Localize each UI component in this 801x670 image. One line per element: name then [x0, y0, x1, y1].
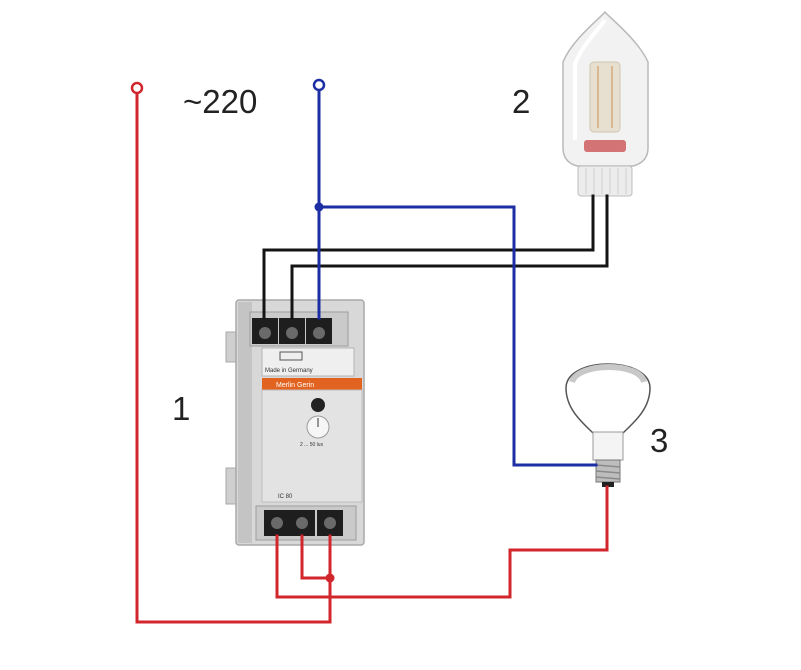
neutral-wire-to-lamp: [317, 205, 598, 467]
light-sensor: [562, 10, 649, 197]
neutral-junction-dot: [314, 202, 324, 212]
lamp: [565, 363, 651, 487]
lamp-contact: [602, 482, 614, 487]
relay-number-label: 1: [172, 390, 190, 427]
brand-text: Merlin Gerin: [276, 382, 314, 389]
lamp-number-label: 3: [650, 422, 668, 459]
terminal-screw: [259, 327, 271, 339]
sensor-base-ridges: [585, 168, 627, 194]
model-text: IC 80: [278, 494, 293, 500]
terminal-screw: [296, 517, 308, 529]
phase-terminal-circle: [130, 81, 144, 95]
lamp-screw-threads: [595, 464, 621, 480]
schematic-symbol: [279, 351, 303, 361]
terminal-screw: [286, 327, 298, 339]
relay-side-shade: [238, 302, 252, 543]
sensor-indicator-hole: [311, 398, 325, 412]
sensor-red-band: [584, 140, 626, 152]
terminal-screw: [324, 517, 336, 529]
sensor-wire-left: [262, 194, 595, 320]
terminal-screw: [313, 327, 325, 339]
sensor-dome-highlight: [573, 18, 607, 140]
phase-junction-dot: [325, 573, 335, 583]
lamp-dome-shade: [569, 364, 647, 384]
brand-band: [262, 378, 362, 390]
sensor-wire-right: [290, 194, 609, 320]
phase-bridge-wire: [300, 534, 332, 580]
switched-phase-wire-to-lamp: [275, 485, 609, 599]
sensor-number-label: 2: [512, 83, 530, 120]
terminal-screw: [271, 517, 283, 529]
neutral-terminal-circle: [312, 78, 326, 92]
lamp-reflector: [565, 363, 651, 435]
terminal-label-plate: [261, 347, 355, 377]
sensor-element: [589, 61, 621, 133]
front-face: [261, 389, 363, 503]
lux-range-text: 2 ... 50 lux: [300, 442, 324, 448]
photo-relay-module: Made in Germany Merlin Gerin 2 ... 50 lu…: [225, 299, 365, 546]
supply-voltage-label: ~220: [183, 83, 257, 120]
lamp-neck: [592, 431, 624, 461]
origin-text: Made in Germany: [265, 368, 313, 374]
